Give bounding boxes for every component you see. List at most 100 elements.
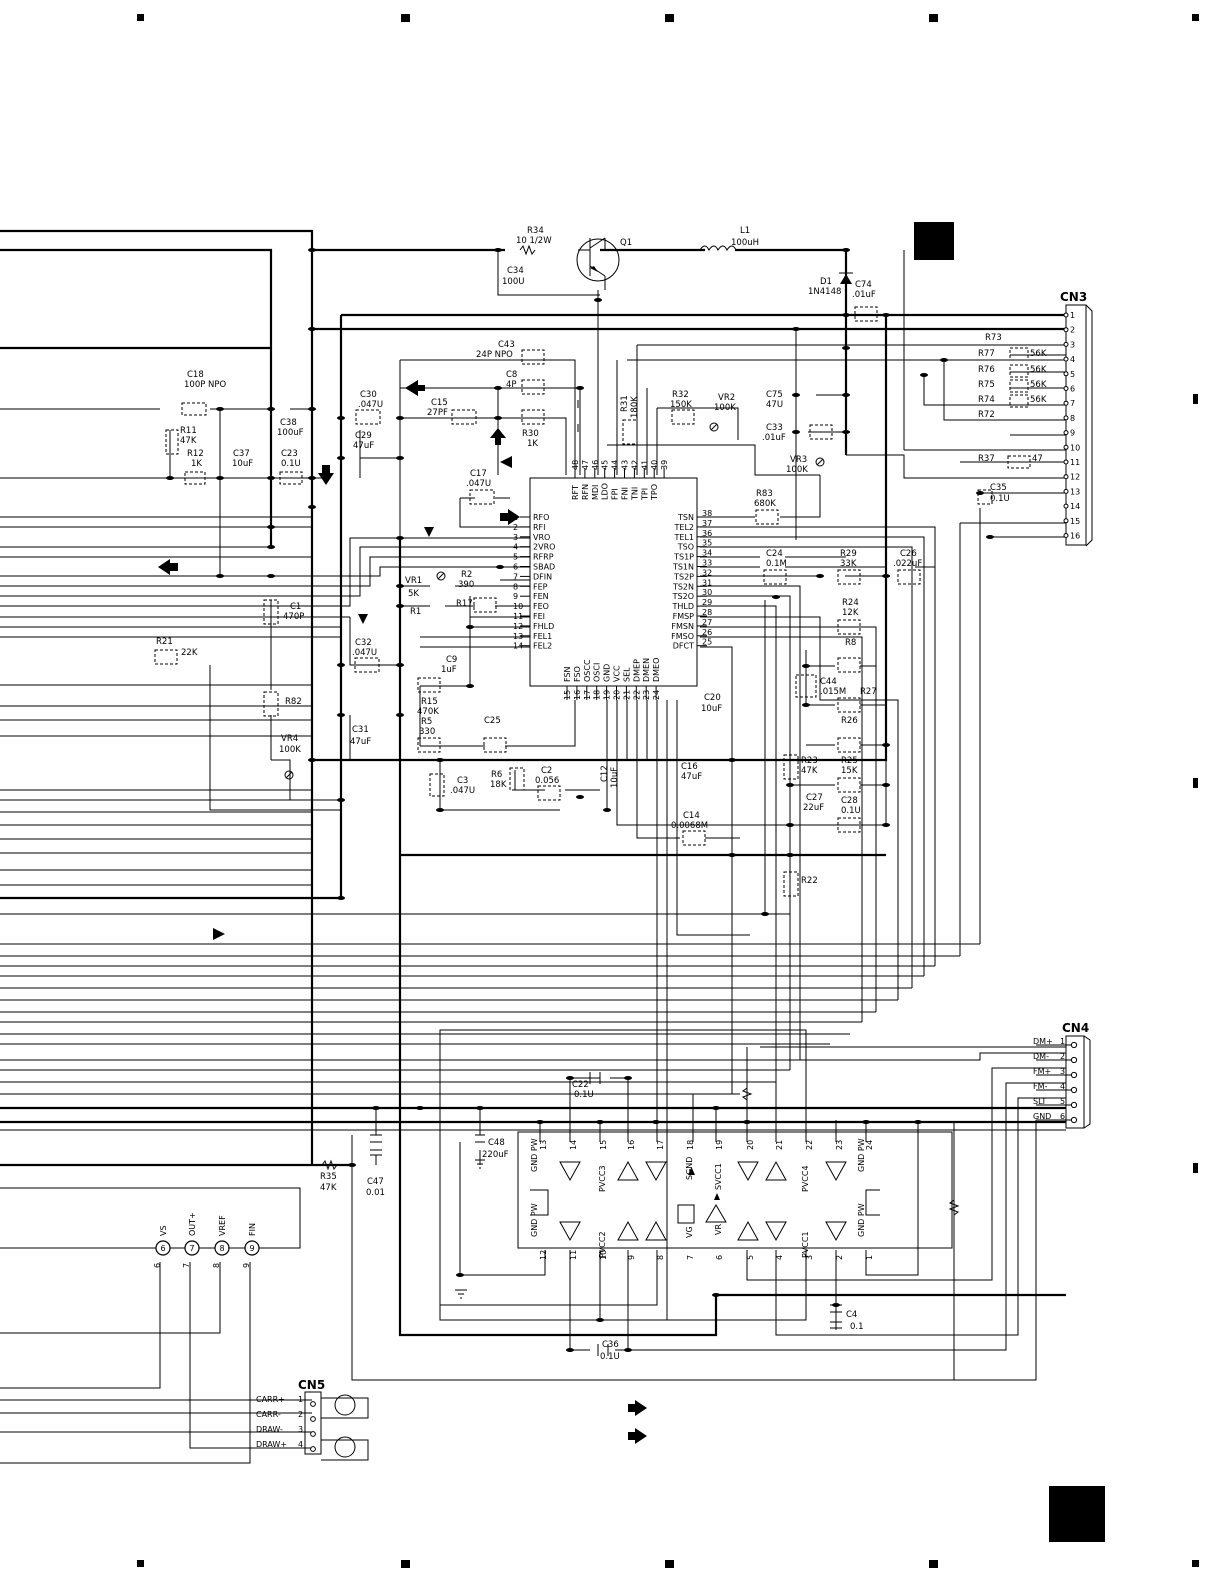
vr4-ref: VR4 [281, 734, 298, 744]
c2-value: 0.056 [535, 776, 559, 786]
servo-pin-number: 17 [583, 690, 592, 700]
c34-ref: C34 [507, 266, 524, 276]
servo-pin-number: 42 [630, 460, 639, 470]
transistor-q1 [576, 237, 620, 290]
left-pin-number: 8 [212, 1263, 221, 1268]
servo-pin-name: FMSP [673, 612, 695, 621]
r29-ref: R29 [840, 549, 857, 559]
driver-pin-number: 9 [627, 1255, 636, 1260]
servo-pin-name: TEL2 [674, 523, 695, 532]
c29-ref: C29 [355, 431, 372, 441]
driver-pin-number: 19 [715, 1140, 724, 1150]
cn4-pin-label: DM+ [1033, 1037, 1053, 1046]
r73-ref: R73 [985, 333, 1002, 343]
servo-pin-number: 13 [513, 632, 523, 641]
d1-ref: D1 [820, 277, 832, 287]
r21-value: 22K [181, 648, 198, 658]
r72-ref: R72 [978, 410, 995, 420]
driver-pin-label: SVCC1 [714, 1163, 723, 1190]
servo-pin-name: TNI [630, 487, 639, 501]
servo-pin-name: DFIN [533, 572, 552, 581]
servo-pin-number: 26 [702, 628, 712, 637]
c20-ref: C20 [704, 693, 721, 703]
cn3-pin-number: 8 [1070, 414, 1075, 423]
c1-ref: C1 [290, 602, 301, 612]
cn3-pin-number: 11 [1070, 458, 1080, 467]
servo-pin-number: 46 [591, 460, 600, 470]
cn4-pin-number: 4 [1060, 1082, 1065, 1091]
r21-ref: R21 [156, 637, 173, 647]
servo-pin-name: FSO [573, 666, 582, 682]
driver-pin-number: 15 [599, 1140, 608, 1150]
c47-value: 0.01 [366, 1188, 385, 1198]
cn3-label: CN3 [1060, 290, 1087, 304]
c37-ref: C37 [233, 449, 250, 459]
servo-pin-number: 15 [563, 690, 572, 700]
d1-value: 1N4148 [808, 287, 841, 297]
servo-pin-number: 16 [573, 690, 582, 700]
potentiometers [284, 422, 825, 780]
servo-pin-number: 36 [702, 529, 712, 538]
c48-value: 220uF [482, 1150, 509, 1160]
servo-pin-number: 33 [702, 559, 712, 568]
driver-pin-number: 1 [865, 1255, 874, 1260]
left-pin-label: FIN [248, 1223, 257, 1236]
r30-value: 1K [527, 439, 538, 449]
c22-ref: C22 [572, 1080, 589, 1090]
c14-value: 0.0068M [671, 821, 708, 831]
cn5-label: CN5 [298, 1378, 325, 1392]
cn4-pin-number: 6 [1060, 1112, 1065, 1121]
servo-pin-name: FEI [533, 612, 545, 621]
r82-ref: R82 [285, 697, 302, 707]
c20-value: 10uF [701, 704, 722, 714]
servo-pin-name: TS1N [672, 563, 694, 572]
cn3-pin-number: 9 [1070, 429, 1075, 438]
servo-pin-name: TS2O [672, 592, 694, 601]
driver-pin-number: 17 [656, 1140, 665, 1150]
cn3-pin-number: 15 [1070, 517, 1080, 526]
servo-pin-name: RFT [571, 485, 580, 500]
r25-ref: R25 [841, 756, 858, 766]
c37-value: 10uF [232, 459, 253, 469]
c1-value: 470P [283, 612, 304, 622]
cn5-pin-number: 1 [298, 1395, 303, 1404]
servo-pin-number: 14 [513, 642, 523, 651]
r2-value: 390 [458, 580, 474, 590]
servo-pin-name: RFI [533, 523, 546, 532]
driver-pin-number: 16 [627, 1140, 636, 1150]
servo-pin-number: 2 [513, 523, 518, 532]
power-rails [0, 229, 1066, 1337]
r77-ref: R77 [978, 349, 995, 359]
servo-pin-name: VCC [613, 665, 622, 682]
servo-pin-number: 21 [622, 690, 631, 700]
servo-pin-name: FHLD [533, 622, 554, 631]
registration-marks [137, 14, 1199, 1568]
left-pin-number: 7 [182, 1263, 191, 1268]
r12-ref: R12 [187, 449, 204, 459]
c74-value: .01uF [852, 290, 876, 300]
c28-ref: C28 [841, 796, 858, 806]
c4-ref: C4 [846, 1310, 857, 1320]
c3-ref: C3 [457, 776, 468, 786]
c25-ref: C25 [484, 716, 501, 726]
cn4-pin-number: 3 [1060, 1067, 1065, 1076]
component-labels: R34 10 1/2W Q1 L1 100uH C34 100U D1 1N41… [156, 226, 1047, 1362]
r74-value: 56K [1030, 395, 1047, 405]
servo-pin-number: 9 [513, 592, 518, 601]
servo-pin-name: FEO [533, 602, 549, 611]
servo-pin-name: FNI [621, 487, 630, 500]
servo-pin-name: FPI [611, 488, 620, 500]
servo-pin-number: 31 [702, 578, 712, 587]
servo-pin-number: 28 [702, 608, 712, 617]
c29-value: 47uF [353, 441, 374, 451]
servo-pin-number: 32 [702, 568, 712, 577]
driver-pin-number: 10 [599, 1250, 608, 1260]
r34-value: 10 1/2W [516, 236, 552, 246]
r29-value: 33K [840, 559, 857, 569]
r24-value: 12K [842, 608, 859, 618]
c43-ref: C43 [498, 340, 515, 350]
c44-ref: C44 [820, 677, 837, 687]
r27-ref: R27 [860, 687, 877, 697]
